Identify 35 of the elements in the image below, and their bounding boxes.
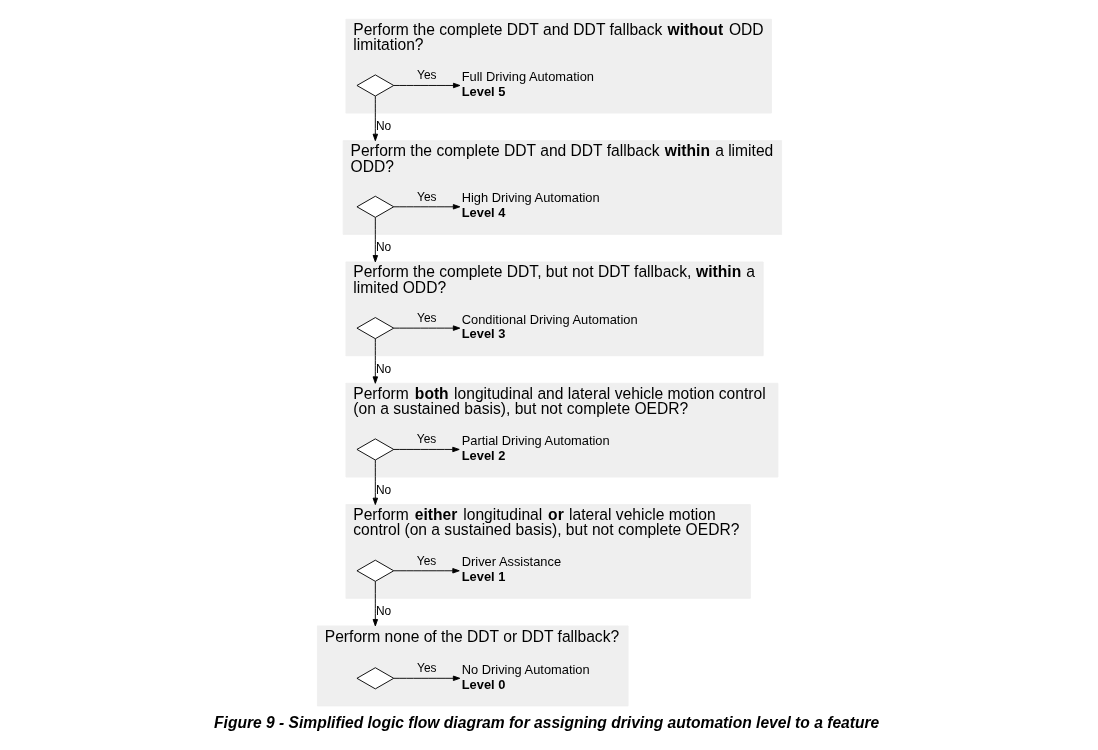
node-diamond	[356, 317, 394, 340]
arrow	[372, 95, 378, 142]
caption: Figure 9 - Simplified logic flow diagram for assigning driving automation level to a feature	[213, 714, 879, 732]
node-diamond	[356, 559, 394, 582]
arrow	[393, 568, 460, 574]
edge-label: No	[375, 361, 391, 376]
edge-label: Yes	[416, 661, 437, 676]
node-text: High Driving Automation Level 4	[461, 190, 600, 221]
edge-label: Yes	[416, 311, 437, 326]
node-diamond	[356, 74, 394, 97]
arrow	[392, 325, 460, 331]
edge-label: Yes	[416, 553, 436, 568]
node-text: Full Driving Automation Level 5	[461, 69, 594, 99]
edge-label: Yes	[416, 432, 436, 447]
edge-label: No	[375, 604, 391, 619]
edge-label: No	[375, 118, 391, 133]
edge-label: Yes	[416, 68, 437, 83]
arrow	[392, 204, 460, 210]
arrow	[392, 446, 460, 453]
edge-label: No	[375, 482, 391, 497]
arrow	[372, 217, 378, 263]
arrow	[392, 675, 460, 681]
node-diamond	[356, 667, 394, 690]
arrow	[392, 82, 460, 89]
arrow	[372, 338, 378, 384]
node-text: Conditional Driving Automation Level 3	[461, 311, 638, 342]
node-diamond	[356, 438, 394, 461]
node-diamond	[356, 195, 394, 218]
edge-label: No	[375, 240, 391, 255]
node-text: No Driving Automation Level 0	[461, 661, 590, 692]
arrow	[372, 581, 378, 627]
node-text: Partial Driving Automation Level 2	[461, 433, 610, 463]
arrow	[372, 459, 378, 506]
node-text: Driver Assistance Level 1	[461, 554, 561, 585]
edge-label: Yes	[416, 189, 437, 204]
